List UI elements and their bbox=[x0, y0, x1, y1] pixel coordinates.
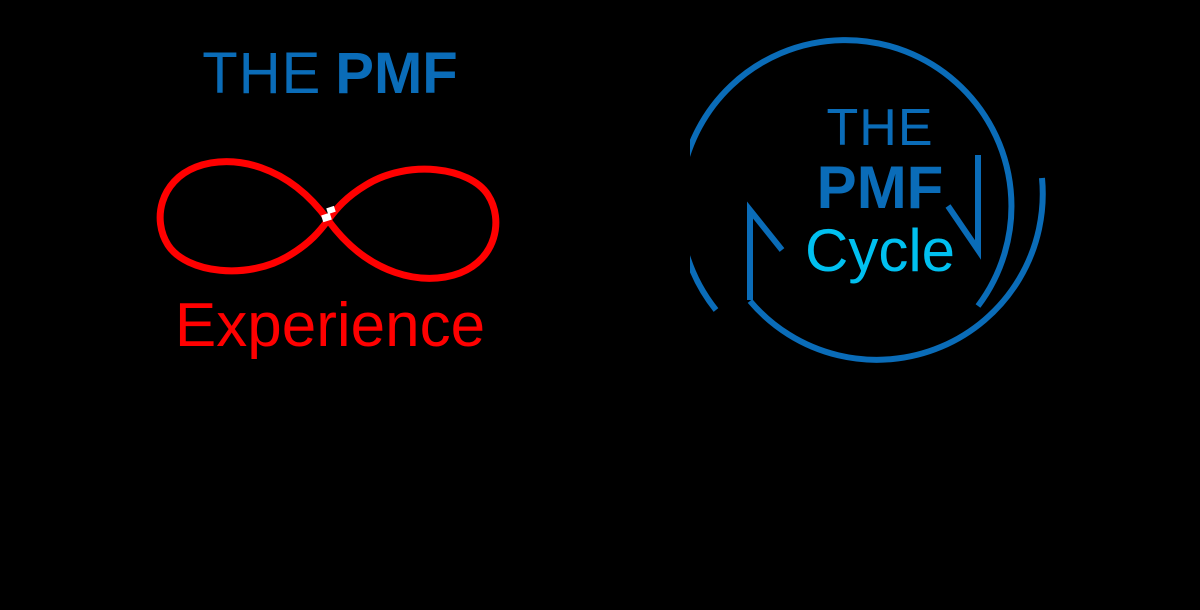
left-pmf-text: PMF bbox=[335, 41, 458, 106]
cycle-wordmark: THE PMF Cycle bbox=[690, 99, 1070, 285]
cycle-pmf-text: PMF bbox=[816, 154, 944, 222]
left-the-text: THE bbox=[202, 41, 322, 106]
left-tagline-text: Experience bbox=[174, 291, 486, 360]
infinity-icon bbox=[138, 145, 518, 295]
pmf-cycle-logo[interactable]: THE PMF Cycle bbox=[676, 10, 1070, 385]
cycle-the-text: THE bbox=[826, 99, 934, 157]
cycle-cycle-text: Cycle bbox=[804, 217, 956, 285]
